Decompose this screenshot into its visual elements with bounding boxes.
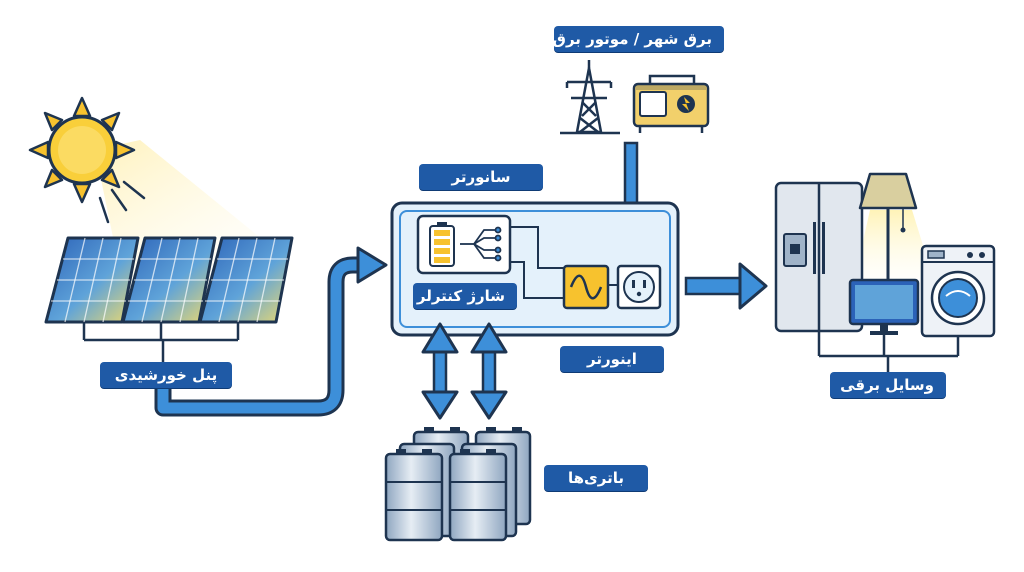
generator-icon [632,74,710,133]
power-tower-icon [560,60,620,135]
grid-generator-label: برق شهر / موتور برق [553,26,724,52]
solar-to-inverter-arrow [154,246,388,417]
washing-machine-icon [920,244,996,338]
inverter-label: اینورتر [560,346,664,372]
internal-wiring [510,226,618,299]
lamp-glow [850,210,940,300]
solar-panels [44,236,294,362]
outlet-icon [616,264,662,310]
solar-panel-1 [44,236,140,324]
solar-panel-3 [198,236,294,324]
appliances-wiring [817,331,960,372]
battery-bidirectional-arrow-2 [470,322,508,420]
sun-icon [28,96,146,224]
sanvortor-label: سانورتر [419,164,543,190]
inverter-module [562,264,610,310]
sine-wave-icon [569,274,603,300]
circuit-icon [460,226,502,262]
floor-lamp-icon [858,172,918,280]
charge-controller-label: شارژ کنترلر [413,283,517,309]
battery-level-icon [429,222,455,267]
charge-controller-module [416,214,512,275]
battery-bidirectional-arrow-1 [421,322,459,420]
inverter-to-appliances-arrow [684,262,768,310]
battery-bank-icon [384,427,532,542]
solar-panel-label: پنل خورشیدی [100,362,232,388]
appliances-label: وسایل برقی [830,372,946,398]
batteries-label: باتری‌ها [544,465,648,491]
solar-panel-2 [121,236,217,324]
panel-wiring [82,322,240,362]
monitor-icon [848,278,920,335]
fridge-icon [774,181,864,333]
